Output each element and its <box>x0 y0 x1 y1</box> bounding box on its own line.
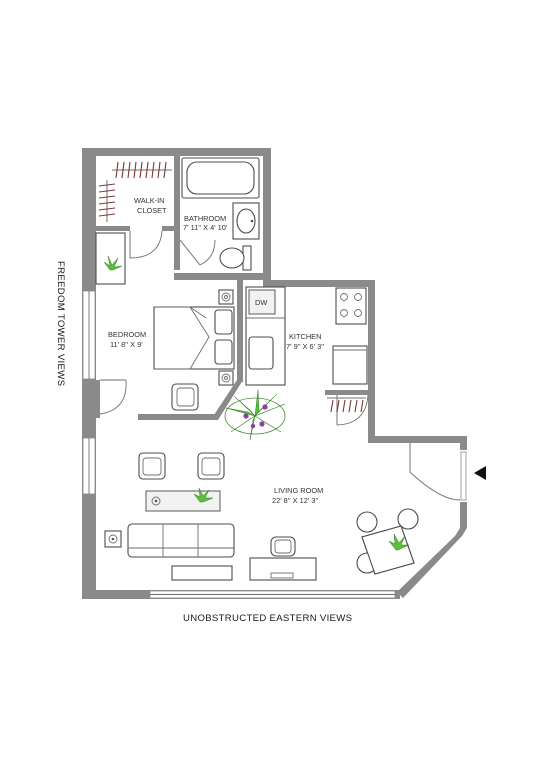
bathtub <box>181 157 260 199</box>
bedroom-armchair <box>171 383 199 411</box>
living-room-dims: 22' 8'' X 12' 3'' <box>272 496 319 505</box>
bed <box>153 306 235 370</box>
bedroom-dims: 11' 8'' X 9' <box>110 340 143 349</box>
closet-hanging-rods <box>98 161 172 222</box>
freedom-tower-views-label: FREEDOM TOWER VIEWS <box>55 261 66 386</box>
living-room-label: LIVING ROOM <box>274 486 323 495</box>
large-plant-icon <box>224 389 286 441</box>
coat-closet <box>327 397 366 413</box>
kitchen-counter: DW <box>245 286 286 386</box>
closet-plant-cabinet <box>95 232 126 285</box>
bathroom-dims: 7' 11'' X 4' 10' <box>183 223 228 232</box>
stove <box>335 287 367 325</box>
kitchen-label: KITCHEN <box>289 332 321 341</box>
eastern-views-label: UNOBSTRUCTED EASTERN VIEWS <box>183 613 352 624</box>
closet-label-line2: CLOSET <box>137 206 167 215</box>
living-armchairs <box>138 452 225 480</box>
desk <box>249 536 317 581</box>
kitchen-dims: 7' 9'' X 6' 3'' <box>286 342 325 351</box>
plant-icon <box>388 533 410 551</box>
sofa <box>127 523 235 558</box>
bathroom-sink <box>232 202 260 240</box>
coffee-table <box>145 490 221 512</box>
media-console <box>171 565 233 581</box>
dining-set <box>356 508 419 575</box>
interior-walls <box>94 156 368 420</box>
side-table <box>104 530 122 548</box>
dishwasher-label: DW <box>255 298 267 307</box>
toilet <box>219 245 252 271</box>
bathroom-label: BATHROOM <box>184 214 226 223</box>
plant-icon <box>103 255 123 271</box>
refrigerator <box>332 345 368 385</box>
bedroom-label: BEDROOM <box>108 330 146 339</box>
triangle-left-icon <box>474 466 486 480</box>
nightstands <box>218 289 234 386</box>
closet-label-line1: WALK-IN <box>134 196 165 205</box>
windows <box>82 290 467 599</box>
plant-icon <box>193 487 214 503</box>
